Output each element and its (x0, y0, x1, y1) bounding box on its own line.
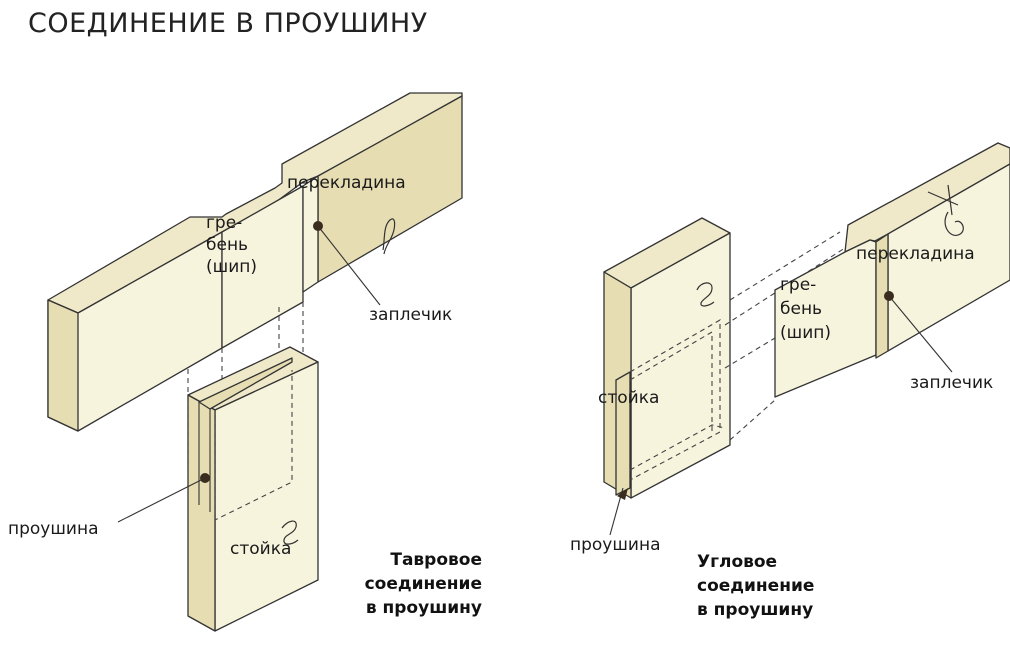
left-caption-line2: соединение (364, 574, 482, 594)
right-mortise-arrow (617, 488, 628, 500)
left-shoulder-marker (313, 221, 323, 231)
left-label-crossbar: перекладина (287, 173, 406, 193)
right-grain-mark-post (696, 282, 715, 307)
left-label-tenon-line2: бень (206, 235, 249, 255)
left-caption: Тавровое соединение в проушину (330, 548, 482, 620)
left-label-tenon-line3: (шип) (206, 257, 257, 277)
right-caption: Угловое соединение в проушину (697, 550, 814, 622)
right-caption-line1: Угловое (697, 552, 778, 572)
right-label-shoulder: заплечик (910, 373, 994, 393)
right-label-tenon-line1: гре- (780, 275, 817, 295)
left-label-mortise: проушина (8, 519, 99, 539)
left-grain-mark-post (281, 520, 299, 545)
right-caption-line2: соединение (697, 576, 815, 596)
left-label-tenon-line1: гре- (206, 213, 243, 233)
left-mortise-marker (200, 473, 210, 483)
right-shoulder-marker (884, 291, 894, 301)
right-grain-mark-crossbar (927, 184, 964, 237)
left-caption-line1: Тавровое (390, 550, 482, 570)
left-caption-line3: в проушину (365, 598, 482, 618)
left-grain-mark-crossbar (382, 218, 396, 255)
left-crossbar-beam (47, 92, 463, 432)
right-label-mortise: проушина (570, 535, 661, 555)
left-label-shoulder: заплечик (369, 305, 453, 325)
right-post (603, 217, 731, 499)
right-label-crossbar: перекладина (856, 244, 975, 264)
left-label-post: стойка (230, 539, 292, 559)
right-label-post: стойка (598, 388, 660, 408)
right-label-tenon-line3: (шип) (780, 323, 831, 343)
right-crossbar-beam (774, 142, 1010, 398)
left-post (187, 346, 319, 632)
left-leader-lines (117, 225, 381, 523)
right-caption-line3: в проушину (697, 600, 814, 620)
right-label-tenon-line2: бень (780, 299, 823, 319)
page-title: СОЕДИНЕНИЕ В ПРОУШИНУ (28, 8, 428, 39)
